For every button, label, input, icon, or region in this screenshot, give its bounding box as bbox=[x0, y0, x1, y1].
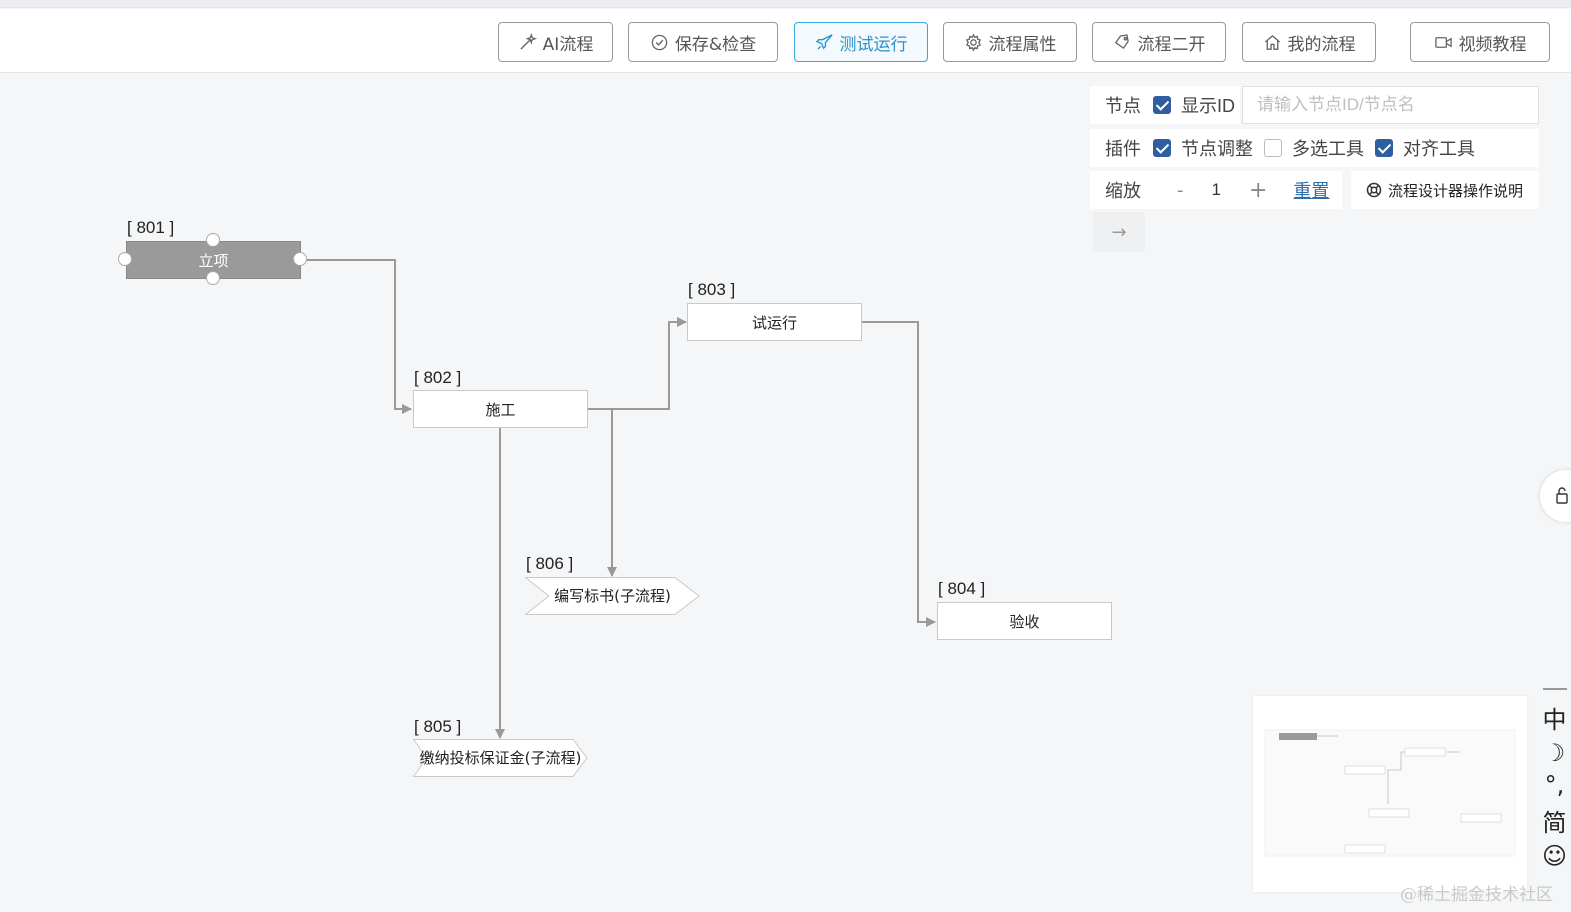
test-run-label: 测试运行 bbox=[839, 34, 908, 55]
multi-select-label: 多选工具 bbox=[1292, 139, 1364, 160]
save-check-label: 保存&检查 bbox=[674, 34, 757, 55]
lifebuoy-icon bbox=[1366, 182, 1382, 198]
multi-select-checkbox[interactable] bbox=[1264, 139, 1282, 157]
node-806-id: [ 806 ] bbox=[526, 554, 574, 573]
node-805-id: [ 805 ] bbox=[414, 717, 462, 736]
node-802-id: [ 802 ] bbox=[414, 368, 462, 387]
emoji-icon[interactable]: ☺ bbox=[1541, 842, 1568, 870]
save-check-button[interactable]: 保存&检查 bbox=[628, 22, 778, 62]
home-icon bbox=[1264, 34, 1280, 50]
edge-802-803[interactable] bbox=[587, 317, 687, 410]
node-801-label: 立项 bbox=[198, 251, 229, 270]
video-tutorial-label: 视频教程 bbox=[1458, 34, 1527, 55]
node-806[interactable]: 编写标书(子流程) bbox=[525, 577, 700, 615]
ai-flow-button[interactable]: AI流程 bbox=[498, 22, 613, 62]
edge-801-802[interactable] bbox=[300, 259, 412, 414]
node-801-handle-top[interactable] bbox=[206, 233, 220, 247]
side-tab-icon bbox=[1556, 487, 1568, 504]
node-802-label: 施工 bbox=[485, 400, 516, 419]
ime-toolbar: 中 ☽ °, 简 ☺ bbox=[1538, 680, 1571, 912]
minimap[interactable] bbox=[1253, 696, 1527, 892]
plugin-label: 插件 bbox=[1105, 139, 1141, 160]
collapse-panel-button[interactable]: → bbox=[1093, 212, 1145, 252]
node-803-label: 试运行 bbox=[751, 313, 797, 332]
node-802[interactable]: 施工 bbox=[413, 390, 588, 428]
align-label: 对齐工具 bbox=[1403, 139, 1475, 160]
help-label: 流程设计器操作说明 bbox=[1388, 181, 1524, 200]
node-804[interactable]: 验收 bbox=[937, 602, 1112, 640]
node-803-id: [ 803 ] bbox=[688, 280, 736, 299]
tag-icon bbox=[1114, 33, 1129, 49]
node-801-handle-left[interactable] bbox=[118, 252, 132, 266]
node-806-shape bbox=[525, 577, 700, 615]
wand-icon bbox=[520, 32, 537, 50]
ime-grip[interactable] bbox=[1542, 688, 1567, 690]
flow-properties-label: 流程属性 bbox=[988, 34, 1057, 55]
node-805-shape bbox=[413, 739, 588, 777]
flow-dev-button[interactable]: 流程二开 bbox=[1092, 22, 1226, 62]
flow-dev-label: 流程二开 bbox=[1137, 34, 1206, 55]
zoom-label: 缩放 bbox=[1105, 181, 1141, 202]
node-row: 节点 显示ID bbox=[1090, 86, 1240, 124]
node-804-label: 验收 bbox=[1009, 612, 1040, 631]
flow-properties-button[interactable]: 流程属性 bbox=[943, 22, 1077, 62]
my-flows-button[interactable]: 我的流程 bbox=[1242, 22, 1376, 62]
node-801-handle-bottom[interactable] bbox=[206, 271, 220, 285]
video-icon bbox=[1434, 36, 1452, 48]
node-805[interactable]: 缴纳投标保证金(子流程) bbox=[413, 739, 588, 777]
moon-icon[interactable]: ☽ bbox=[1543, 739, 1566, 767]
node-search-input[interactable] bbox=[1242, 86, 1539, 124]
node-adjust-label: 节点调整 bbox=[1181, 139, 1253, 160]
node-806-label: 编写标书(子流程) bbox=[554, 587, 671, 605]
help-button[interactable]: 流程设计器操作说明 bbox=[1351, 171, 1539, 209]
node-805-label: 缴纳投标保证金(子流程) bbox=[419, 749, 582, 767]
plugin-row: 插件 节点调整 多选工具 对齐工具 bbox=[1090, 129, 1539, 167]
ai-flow-label: AI流程 bbox=[542, 34, 594, 55]
ime-simplified[interactable]: 简 bbox=[1542, 809, 1567, 837]
node-label: 节点 bbox=[1105, 96, 1141, 117]
edges-layer bbox=[300, 259, 936, 739]
zoom-value: 1 bbox=[1211, 180, 1221, 199]
node-803[interactable]: 试运行 bbox=[687, 303, 862, 341]
zoom-in-button[interactable]: + bbox=[1248, 177, 1268, 203]
align-checkbox[interactable] bbox=[1375, 139, 1393, 157]
gear-icon bbox=[965, 32, 981, 52]
zoom-reset-link[interactable]: 重置 bbox=[1293, 181, 1330, 202]
zoom-out-button[interactable]: - bbox=[1177, 179, 1184, 201]
edge-803-804[interactable] bbox=[862, 321, 936, 627]
toolbar: AI流程 保存&检查 测试运行 流程属性 流程二开 我的流程 视频教程 bbox=[0, 9, 1571, 73]
minimap-preview bbox=[1264, 729, 1516, 857]
ime-chinese-mode[interactable]: 中 bbox=[1542, 706, 1567, 734]
browser-top-strip bbox=[0, 0, 1571, 8]
my-flows-label: 我的流程 bbox=[1287, 34, 1356, 55]
watermark: @稀土掘金技术社区 bbox=[1400, 885, 1553, 905]
rocket-icon bbox=[815, 33, 833, 50]
arrow-right-icon: → bbox=[1111, 221, 1127, 243]
node-801-id: [ 801 ] bbox=[127, 218, 175, 237]
node-804-id: [ 804 ] bbox=[938, 579, 986, 598]
zoom-row: 缩放 - 1 + 重置 bbox=[1090, 171, 1342, 209]
check-circle-icon bbox=[651, 34, 668, 50]
show-id-label: 显示ID bbox=[1181, 96, 1235, 116]
show-id-checkbox[interactable] bbox=[1153, 96, 1171, 114]
node-adjust-checkbox[interactable] bbox=[1153, 139, 1171, 157]
ime-punctuation[interactable]: °, bbox=[1544, 771, 1565, 799]
video-tutorial-button[interactable]: 视频教程 bbox=[1410, 22, 1550, 62]
flow-canvas[interactable]: [ 801 ] 立项 [ 802 ] 施工 [ 803 ] 试运行 [ 804 … bbox=[0, 74, 1571, 912]
test-run-button[interactable]: 测试运行 bbox=[794, 22, 928, 62]
node-801-handle-right[interactable] bbox=[293, 252, 307, 266]
